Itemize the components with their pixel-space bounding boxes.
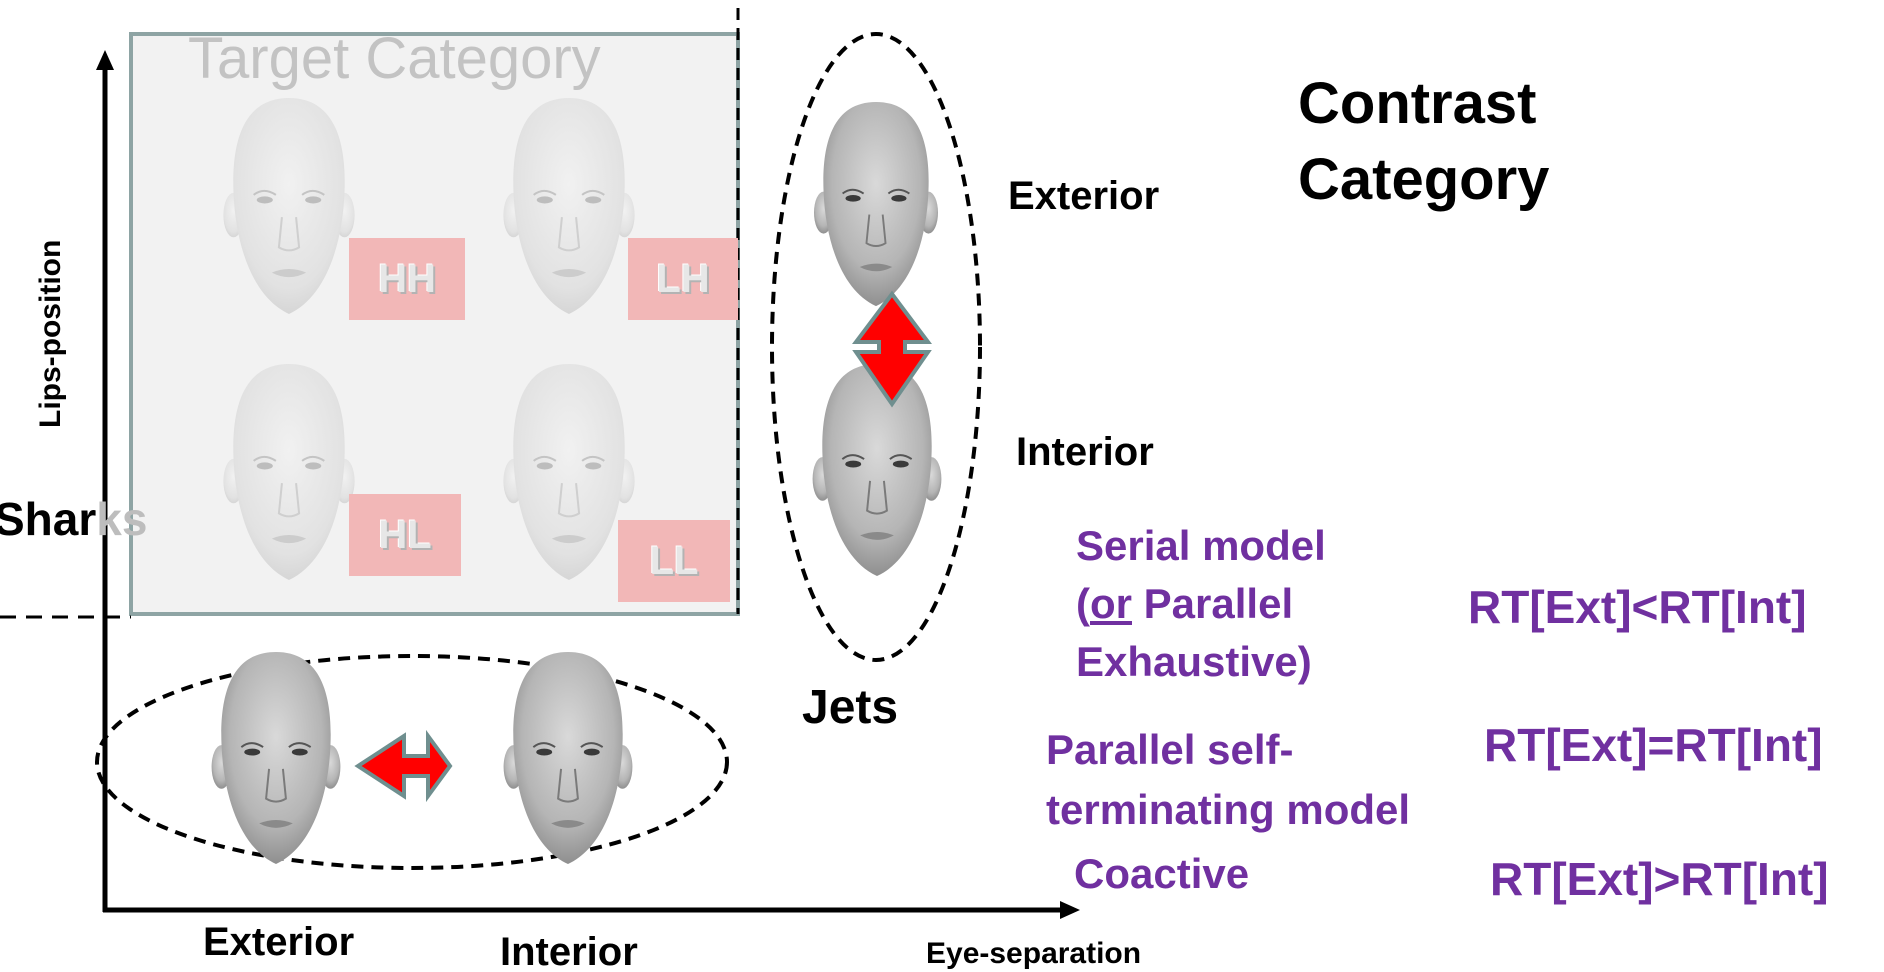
jets-ellipse [770, 32, 982, 662]
x-axis-label: Eye-separation [926, 937, 1142, 970]
serial-or: or [1090, 580, 1132, 627]
coactive-model-rt: RT[Ext]>RT[Int] [1490, 853, 1829, 905]
parallel-model-rt: RT[Ext]=RT[Int] [1484, 719, 1823, 771]
serial-model-rt: RT[Ext]<RT[Int] [1468, 581, 1807, 633]
jets-red-arrow [852, 290, 932, 408]
sharks-label: Sharks [0, 492, 147, 546]
contrast-category-line1: Contrast [1298, 71, 1537, 136]
coactive-model: Coactive [1074, 850, 1250, 897]
serial-model-line2: (or Parallel [1076, 580, 1293, 628]
y-axis-arrowhead [96, 50, 114, 70]
sharks-label-visible: Shar [0, 493, 97, 545]
badge-hh: HH [349, 238, 465, 320]
serial-model-line1: Serial model [1076, 522, 1326, 569]
serial-model-line3: Exhaustive) [1076, 638, 1312, 685]
label-interior-bottom: Interior [500, 930, 638, 972]
face-sharks-interior [502, 650, 634, 866]
target-category-title: Target Category [188, 26, 601, 91]
sharks-ellipse [95, 654, 729, 870]
face-jets-interior [811, 362, 943, 578]
label-exterior-right: Exterior [1008, 174, 1160, 218]
parallel-model-line1: Parallel self- [1046, 726, 1294, 773]
face-jets-exterior [814, 101, 938, 308]
label-interior-right: Interior [1016, 430, 1154, 474]
label-exterior-bottom: Exterior [203, 920, 355, 964]
serial-paren-open: ( [1076, 580, 1090, 627]
badge-hl: HL [349, 494, 461, 576]
face-sharks-exterior [210, 650, 342, 866]
x-axis-arrowhead [1060, 901, 1080, 919]
sharks-red-arrow [354, 729, 453, 803]
badge-ll: LL [618, 520, 730, 602]
label-jets: Jets [802, 681, 899, 734]
serial-parallel: Parallel [1132, 580, 1294, 627]
parallel-model-line2: terminating model [1046, 786, 1411, 833]
contrast-category-line2: Category [1298, 147, 1550, 212]
sharks-label-faded: ks [96, 493, 148, 545]
badge-lh: LH [628, 238, 738, 320]
y-axis-label: Lips-position [34, 239, 67, 428]
